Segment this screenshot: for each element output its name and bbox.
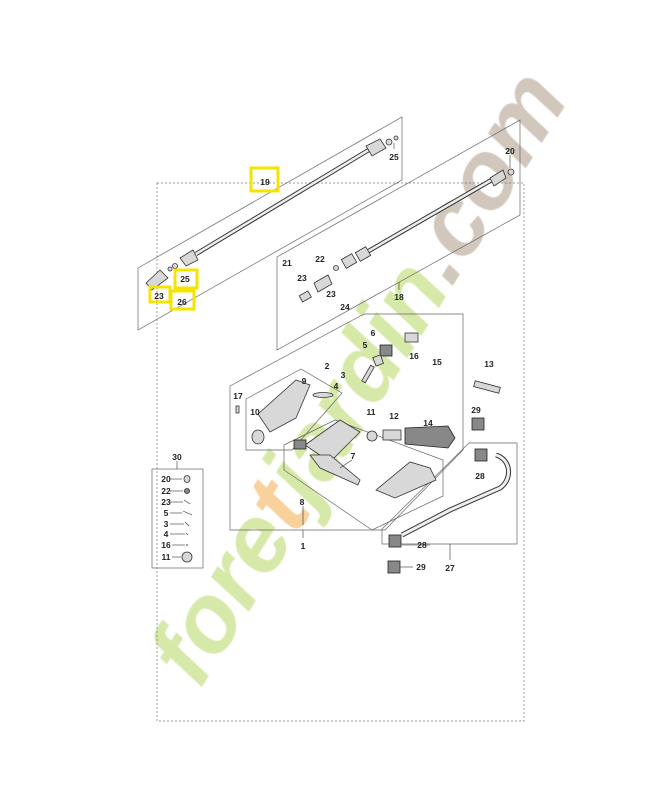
callout-23[interactable]: 23 (326, 289, 336, 299)
kit-30-frame (151, 468, 204, 569)
kit-30-icons (170, 461, 193, 563)
callout-25[interactable]: 25 (389, 152, 399, 162)
kit-item-5[interactable]: 5 (164, 508, 169, 518)
leader-lines (302, 143, 511, 568)
callout-23[interactable]: 23 (154, 291, 164, 301)
callout-13[interactable]: 13 (484, 359, 494, 369)
trigger-frame (283, 419, 444, 531)
kit-item-4[interactable]: 4 (164, 529, 169, 539)
callout-1[interactable]: 1 (301, 541, 306, 551)
kit-item-22[interactable]: 22 (161, 486, 171, 496)
callout-11[interactable]: 11 (367, 407, 376, 417)
spray-gun-parts (235, 332, 501, 499)
kit-item-16[interactable]: 16 (161, 540, 171, 550)
callout-24[interactable]: 24 (340, 302, 350, 312)
kit-item-11[interactable]: 11 (162, 552, 171, 562)
kit-item-3[interactable]: 3 (164, 519, 169, 529)
callout-29[interactable]: 29 (416, 562, 426, 572)
lance-18 (298, 168, 515, 303)
callout-23[interactable]: 23 (297, 273, 307, 283)
callout-12[interactable]: 12 (389, 411, 399, 421)
callout-3[interactable]: 3 (341, 370, 346, 380)
callout-27[interactable]: 27 (445, 563, 455, 573)
callout-19[interactable]: 19 (260, 177, 270, 187)
hose-frame (381, 442, 518, 545)
callout-4[interactable]: 4 (334, 381, 339, 391)
callout-18[interactable]: 18 (394, 292, 404, 302)
callout-28[interactable]: 28 (475, 471, 485, 481)
highlight-25 (173, 268, 199, 290)
outer-dashed-frame (156, 182, 525, 722)
callout-14[interactable]: 14 (423, 418, 433, 428)
callout-26[interactable]: 26 (177, 297, 187, 307)
callout-28[interactable]: 28 (417, 540, 427, 550)
callout-2[interactable]: 2 (325, 361, 330, 371)
lance-18-frame (276, 119, 521, 351)
callout-22[interactable]: 22 (315, 254, 325, 264)
highlight-19 (249, 166, 280, 193)
lance-19 (145, 135, 399, 291)
highlight-26 (169, 289, 196, 311)
callout-6[interactable]: 6 (371, 328, 376, 338)
housing-frame (245, 368, 343, 451)
callout-8[interactable]: 8 (300, 497, 305, 507)
hose (387, 448, 511, 574)
highlight-boxes (148, 166, 280, 311)
callout-17[interactable]: 17 (233, 391, 243, 401)
callout-16[interactable]: 16 (409, 351, 419, 361)
callout-29[interactable]: 29 (471, 405, 481, 415)
callout-25[interactable]: 25 (180, 274, 190, 284)
callout-10[interactable]: 10 (250, 407, 260, 417)
callout-5[interactable]: 5 (363, 340, 368, 350)
callout-20[interactable]: 20 (505, 146, 515, 156)
lance-19-frame (137, 116, 403, 331)
callout-7[interactable]: 7 (351, 451, 356, 461)
callout-15[interactable]: 15 (432, 357, 442, 367)
callout-9[interactable]: 9 (302, 376, 307, 386)
callout-labels: 19 25 20 25 23 26 22 21 23 23 24 18 6 5 … (154, 146, 515, 573)
kit-30-labels: 20 22 23 5 3 4 16 11 (161, 474, 171, 562)
kit-item-20[interactable]: 20 (161, 474, 171, 484)
callout-21[interactable]: 21 (282, 258, 292, 268)
callout-30[interactable]: 30 (172, 452, 182, 462)
kit-item-23[interactable]: 23 (161, 497, 171, 507)
gun-assembly-frame (229, 313, 464, 531)
